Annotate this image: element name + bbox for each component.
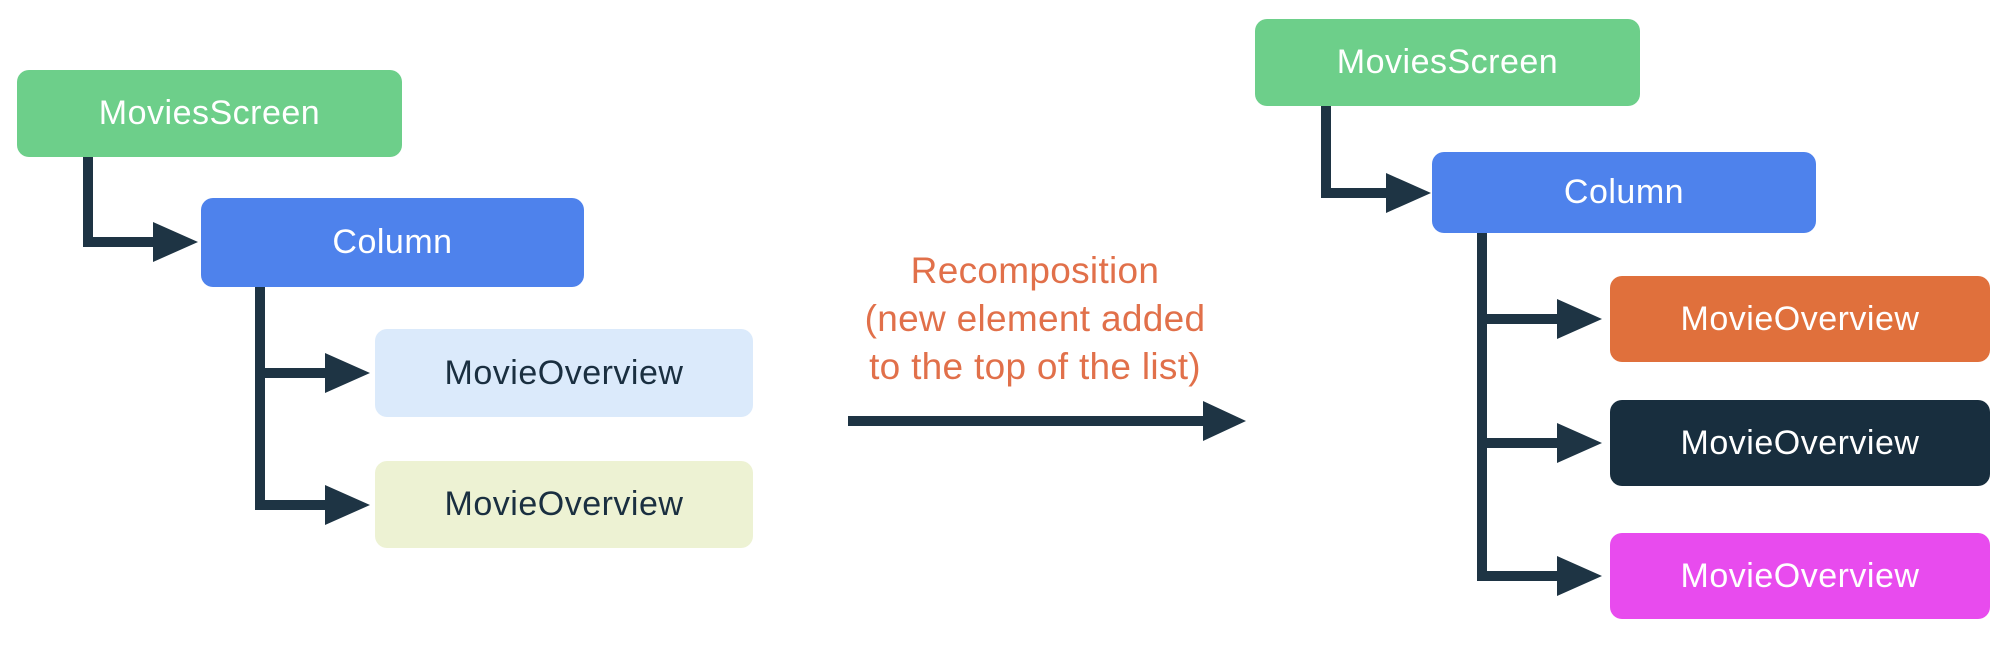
right-connector-child2-arrowhead-icon [1557, 423, 1602, 463]
left-connector-child1-horizontal [255, 368, 327, 378]
left-connector-root-horizontal [83, 237, 155, 247]
recomposition-caption-line1: Recomposition [910, 250, 1160, 291]
right-connector-child1-arrowhead-icon [1557, 299, 1602, 339]
right-connector-child3-horizontal [1477, 571, 1559, 581]
right-connector-child1-horizontal [1477, 314, 1559, 324]
left-tree-movieoverview-node-2: MovieOverview [375, 461, 753, 548]
recomposition-arrow-line [848, 416, 1205, 426]
recomposition-caption: Recomposition (new element added to the … [800, 247, 1270, 391]
right-tree-movieoverview-node-3: MovieOverview [1610, 533, 1990, 619]
left-connector-column-vertical [255, 287, 265, 510]
left-connector-root-arrowhead-icon [153, 222, 198, 262]
left-tree-moviesscreen-node: MoviesScreen [17, 70, 402, 157]
right-connector-child2-horizontal [1477, 438, 1559, 448]
right-tree-column-node: Column [1432, 152, 1816, 233]
right-connector-column-vertical [1477, 233, 1487, 581]
left-connector-child2-horizontal [255, 500, 327, 510]
right-tree-moviesscreen-node: MoviesScreen [1255, 19, 1640, 106]
left-connector-child2-arrowhead-icon [325, 485, 370, 525]
right-tree-movieoverview-node-1: MovieOverview [1610, 276, 1990, 362]
right-connector-child3-arrowhead-icon [1557, 556, 1602, 596]
right-connector-root-horizontal [1321, 188, 1388, 198]
recomposition-caption-line2: (new element added [864, 298, 1206, 339]
right-tree-movieoverview-node-2: MovieOverview [1610, 400, 1990, 486]
left-connector-root-vertical [83, 157, 93, 247]
left-connector-child1-arrowhead-icon [325, 353, 370, 393]
right-connector-root-vertical [1321, 106, 1331, 198]
left-tree-movieoverview-node-1: MovieOverview [375, 329, 753, 417]
right-connector-root-arrowhead-icon [1386, 173, 1431, 213]
left-tree-column-node: Column [201, 198, 584, 287]
recomposition-arrowhead-icon [1203, 401, 1246, 441]
recomposition-caption-line3: to the top of the list) [869, 346, 1201, 387]
